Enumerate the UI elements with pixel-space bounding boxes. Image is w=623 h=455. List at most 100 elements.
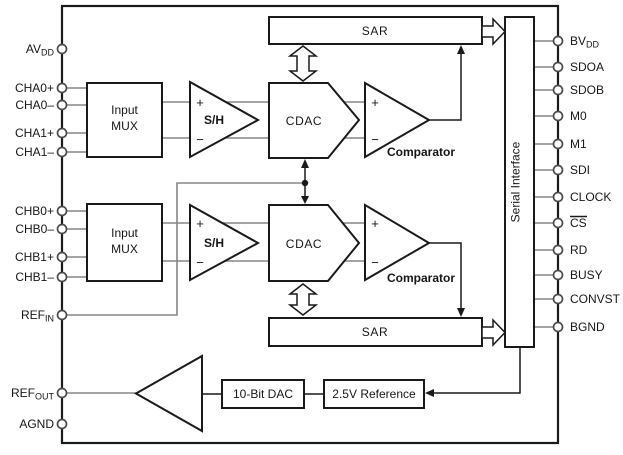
comparator-b-block xyxy=(364,203,431,282)
pin-chb1p xyxy=(56,251,68,263)
input-mux-b-block xyxy=(86,203,163,282)
arrowhead-up-sarA xyxy=(457,45,465,54)
pin-m0 xyxy=(552,110,564,122)
mux-b-label-line1: Input xyxy=(111,226,138,240)
label-cha1p: CHA1+ xyxy=(15,126,54,140)
sar-b-block xyxy=(268,317,483,347)
pin-bvdd xyxy=(552,35,564,47)
serial-interface-block xyxy=(504,16,535,348)
signal-lines xyxy=(301,45,521,397)
label-cha0m: CHA0– xyxy=(15,98,54,112)
sar-a-label: SAR xyxy=(362,24,388,38)
pin-chb0m xyxy=(56,223,68,235)
pin-sdob xyxy=(552,84,564,96)
label-chb0m: CHB0– xyxy=(15,222,54,236)
reference-label: 2.5V Reference xyxy=(332,387,416,401)
comp-a-minus: − xyxy=(371,132,379,147)
arrowhead-up-cdacA xyxy=(301,159,309,168)
comp-b-minus: − xyxy=(371,255,379,270)
pin-m1 xyxy=(552,138,564,150)
cdac-a-label: CDAC xyxy=(286,114,322,128)
pin-chb1m xyxy=(56,271,68,283)
label-sdi: SDI xyxy=(570,163,590,177)
pin-clock xyxy=(552,191,564,203)
sh-b-label: S/H xyxy=(204,236,224,250)
input-mux-a-block xyxy=(86,82,163,158)
blocks xyxy=(86,16,535,433)
pin-terminals xyxy=(56,35,564,430)
label-agnd: AGND xyxy=(19,417,54,431)
double-arrow-cdacB-sarB xyxy=(287,283,319,316)
label-refout: REFOUT xyxy=(11,386,55,402)
mux-b-label-line2: MUX xyxy=(111,242,138,256)
left-pin-labels: AVDD CHA0+ CHA0– CHA1+ CHA1– CHB0+ CHB0–… xyxy=(11,42,55,431)
wire-refin-route xyxy=(66,182,305,316)
arrowhead-down-cdacB xyxy=(301,196,309,204)
block-arrow-sarA-serial xyxy=(481,17,507,46)
cdac-b-label: CDAC xyxy=(286,237,322,251)
arrowhead-left-reference xyxy=(425,389,434,397)
pin-chb0p xyxy=(56,205,68,217)
sh-b-plus: + xyxy=(196,216,204,231)
sample-hold-b-block xyxy=(189,203,261,282)
label-sdoa: SDOA xyxy=(570,60,604,74)
block-labels: Input MUX Input MUX S/H S/H CDAC CDAC Co… xyxy=(111,24,522,401)
reference-buffer-block xyxy=(133,354,203,433)
pin-refin xyxy=(56,309,68,321)
label-m1: M1 xyxy=(570,137,587,151)
sh-b-minus: − xyxy=(196,255,204,270)
pin-cha1m xyxy=(56,146,68,158)
pin-sdoa xyxy=(552,61,564,73)
label-busy: BUSY xyxy=(570,268,603,282)
double-arrow-sarA-cdacA xyxy=(287,45,319,82)
pin-convst xyxy=(552,293,564,305)
line-si-to-reference xyxy=(432,348,521,394)
cdac-b-block xyxy=(268,204,361,282)
dac-label: 10-Bit DAC xyxy=(233,387,293,401)
pin-agnd xyxy=(56,418,68,430)
label-cs: CS xyxy=(570,216,587,230)
block-arrow-sarB-serial xyxy=(481,318,507,347)
sar-a-block xyxy=(268,16,483,45)
comparator-b-label: Comparator xyxy=(387,271,455,285)
sh-a-plus: + xyxy=(196,95,204,110)
comparator-a-block xyxy=(364,81,431,159)
pin-cs xyxy=(552,217,564,229)
label-m0: M0 xyxy=(570,109,587,123)
label-chb1p: CHB1+ xyxy=(15,250,54,264)
mux-a-label-line2: MUX xyxy=(111,119,138,133)
reference-block xyxy=(323,379,425,409)
label-refin: REFIN xyxy=(21,308,54,324)
label-convst: CONVST xyxy=(570,292,621,306)
pin-rd xyxy=(552,244,564,256)
comp-b-plus: + xyxy=(371,216,379,231)
label-chb0p: CHB0+ xyxy=(15,204,54,218)
line-compB-to-sarB xyxy=(429,242,462,310)
hollow-arrows xyxy=(287,17,507,347)
pin-refout xyxy=(56,387,68,399)
ref-junction-dot xyxy=(301,179,309,187)
cdac-a-block xyxy=(268,82,361,159)
sar-b-label: SAR xyxy=(362,325,388,339)
pin-cha0m xyxy=(56,99,68,111)
sh-a-label: S/H xyxy=(204,113,224,127)
label-clock: CLOCK xyxy=(570,190,611,204)
sh-a-minus: − xyxy=(196,132,204,147)
label-avdd: AVDD xyxy=(26,42,55,58)
line-compA-to-sarA xyxy=(429,52,462,121)
pin-cha0p xyxy=(56,82,68,94)
label-cha0p: CHA0+ xyxy=(15,81,54,95)
pin-sdi xyxy=(552,164,564,176)
serial-interface-label: Serial Interface xyxy=(509,141,523,222)
mux-a-label-line1: Input xyxy=(111,103,138,117)
label-sdob: SDOB xyxy=(570,83,604,97)
comparator-a-label: Comparator xyxy=(387,145,455,159)
arrowhead-down-sarB xyxy=(457,308,465,317)
label-rd: RD xyxy=(570,243,588,257)
pin-busy xyxy=(552,269,564,281)
pin-bgnd xyxy=(552,321,564,333)
sample-hold-a-block xyxy=(189,80,261,159)
label-bvdd: BVDD xyxy=(570,34,600,50)
